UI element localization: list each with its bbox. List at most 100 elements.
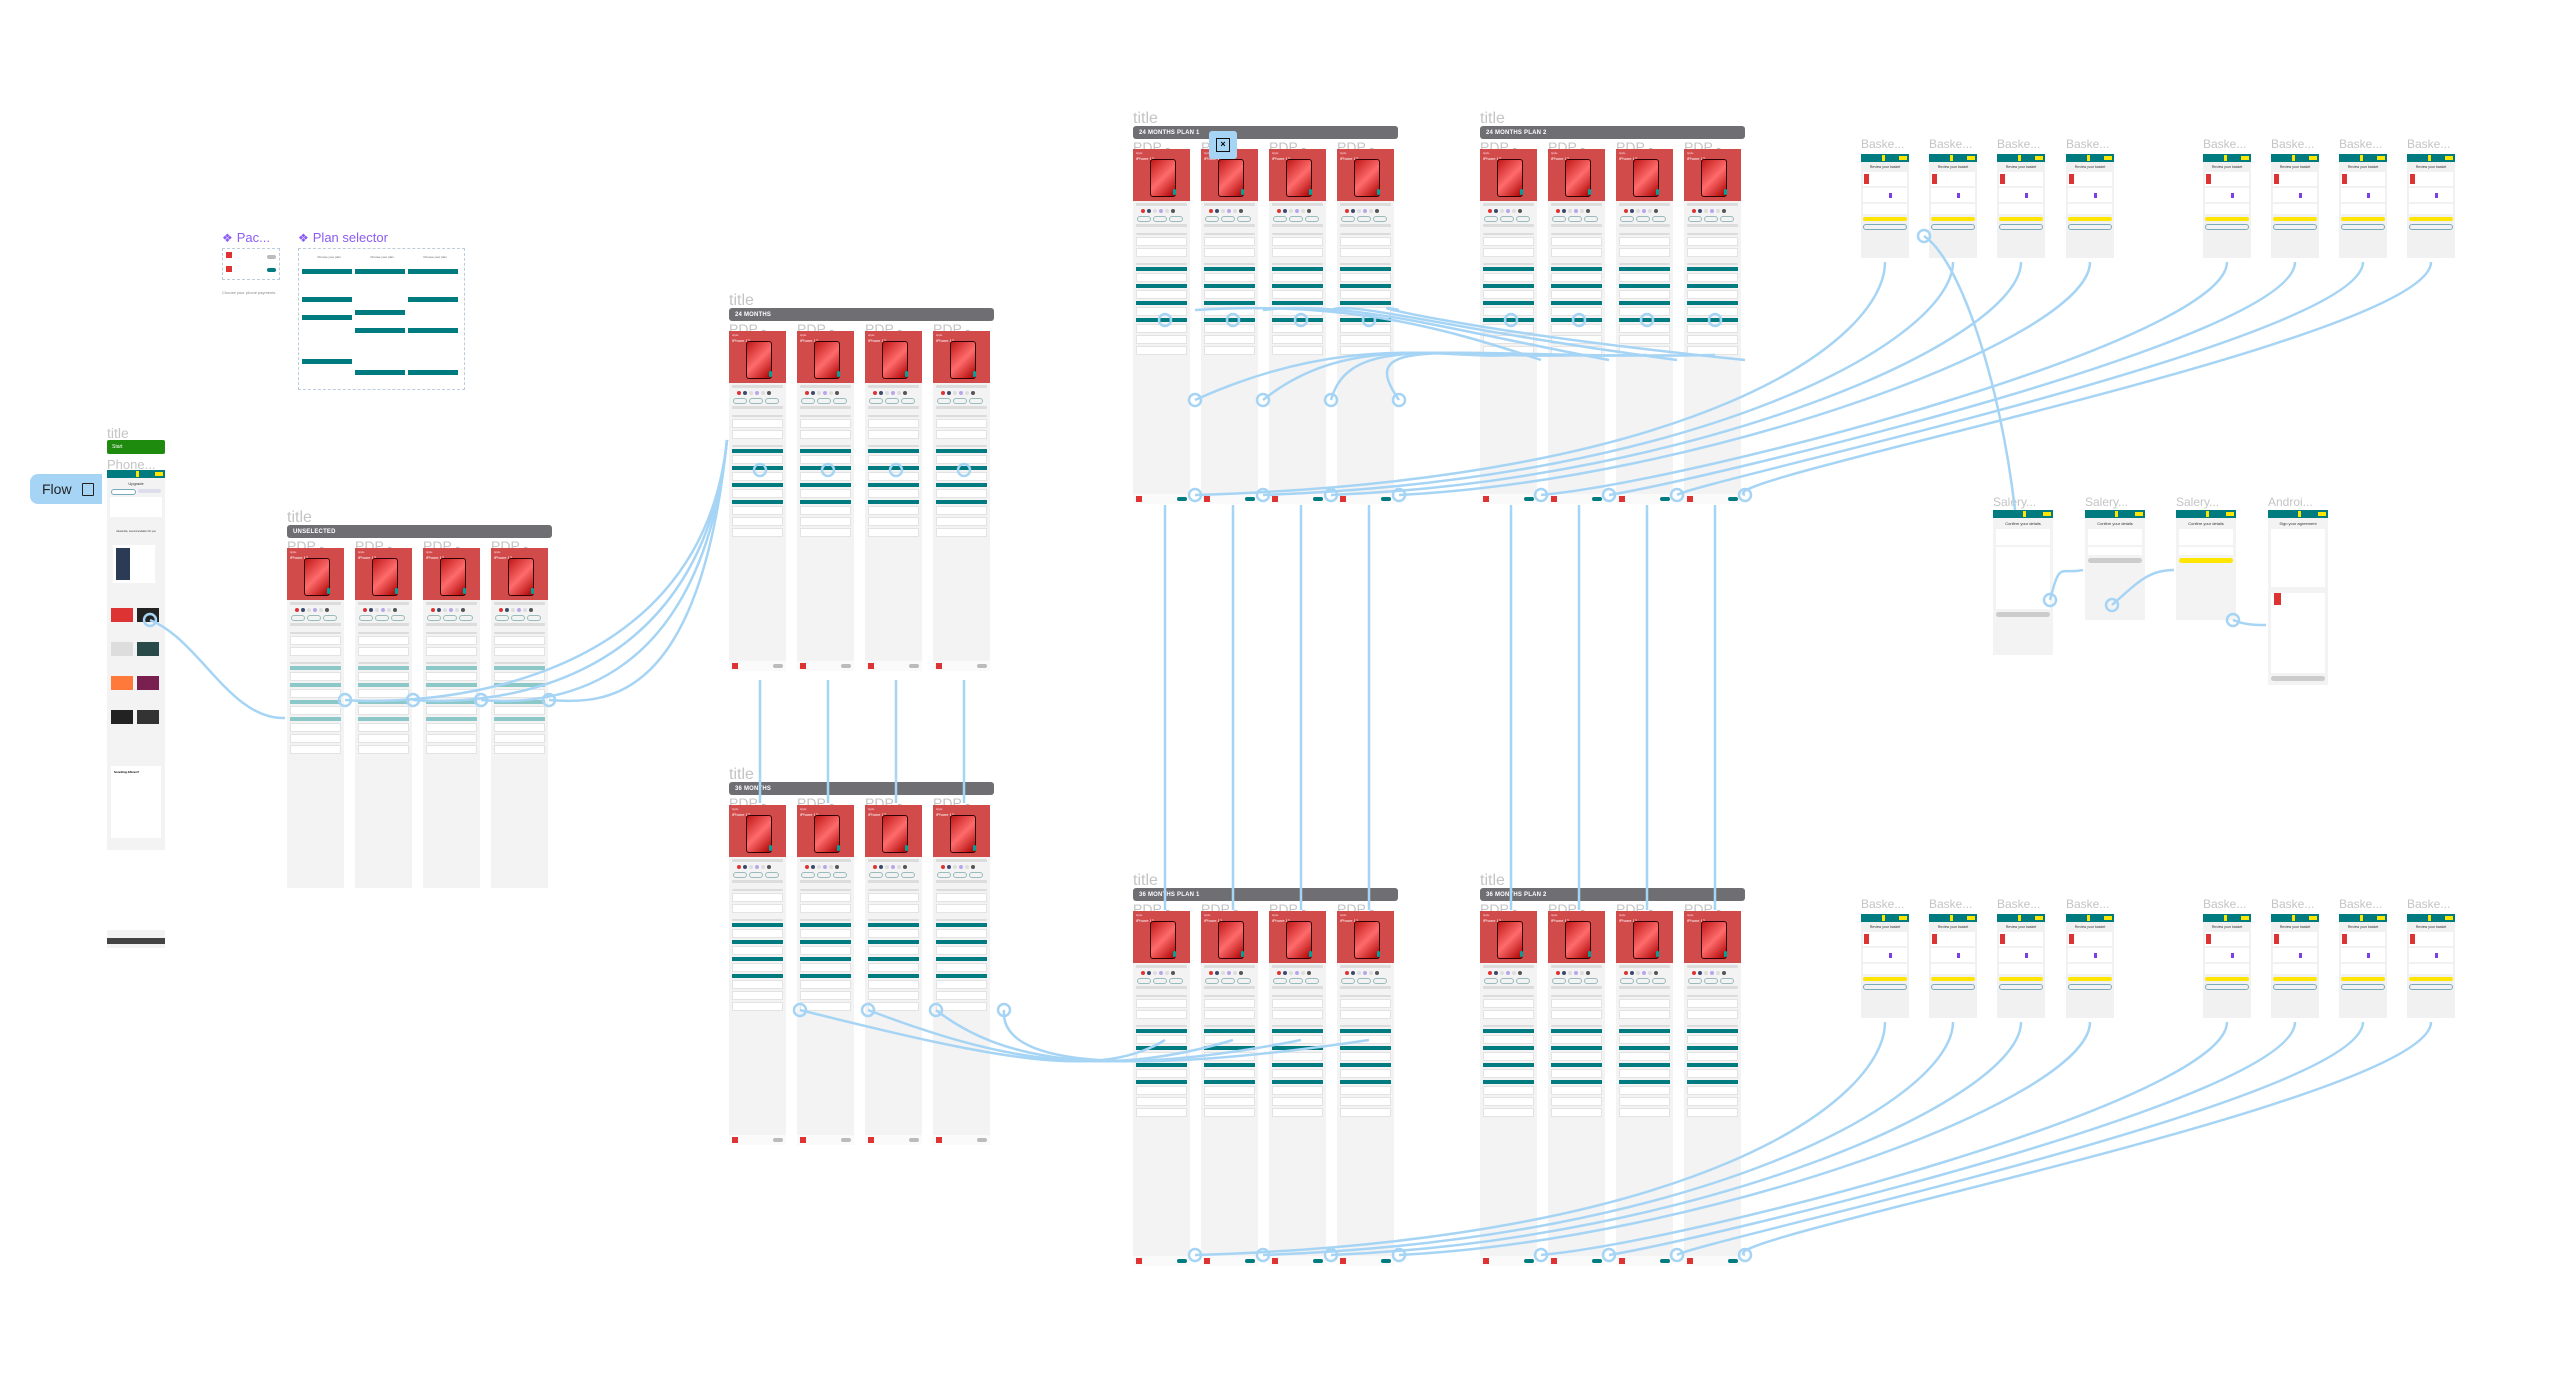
checkout-button[interactable] <box>2273 977 2317 981</box>
storage-options[interactable] <box>1137 216 1186 222</box>
plan-option[interactable] <box>1483 1069 1534 1078</box>
plan-option[interactable] <box>800 472 851 481</box>
colour-swatches[interactable] <box>1624 971 1665 975</box>
review-button[interactable] <box>1245 497 1255 501</box>
section-bar-36-months-plan-2[interactable]: 36 MONTHS PLAN 2 <box>1480 888 1745 901</box>
plan-option[interactable] <box>868 517 919 526</box>
colour-swatches[interactable] <box>431 608 472 612</box>
plan-option[interactable] <box>1136 290 1187 299</box>
plan-option[interactable] <box>1483 1108 1534 1117</box>
connector-origin[interactable] <box>1391 487 1407 503</box>
checkout-button[interactable] <box>2341 977 2385 981</box>
review-button[interactable] <box>1728 1259 1738 1263</box>
review-button[interactable] <box>1313 1259 1323 1263</box>
plan-option[interactable] <box>1340 1052 1391 1061</box>
plan-option[interactable] <box>1340 307 1391 316</box>
plan-option[interactable] <box>290 672 341 681</box>
plan-option[interactable] <box>800 528 851 537</box>
plan-option[interactable] <box>732 506 783 515</box>
colour-swatches[interactable] <box>1345 971 1386 975</box>
connector-origin[interactable] <box>1391 392 1407 408</box>
plan-option[interactable] <box>1340 273 1391 282</box>
payment-option[interactable] <box>868 419 919 428</box>
colour-swatches[interactable] <box>1345 209 1386 213</box>
connector-origin[interactable] <box>1391 1247 1407 1263</box>
plan-option[interactable] <box>732 929 783 938</box>
colour-swatches[interactable] <box>499 608 540 612</box>
payment-option[interactable] <box>800 893 851 902</box>
flow-start-button[interactable]: Flow <box>30 474 102 504</box>
connector-origin[interactable] <box>1255 487 1271 503</box>
checkout-button[interactable] <box>1863 217 1907 221</box>
storage-options[interactable] <box>1205 978 1254 984</box>
section-title[interactable]: title <box>1480 110 1505 127</box>
empty-basket-button[interactable] <box>1931 984 1975 990</box>
plan-option[interactable] <box>868 472 919 481</box>
payment-option[interactable] <box>936 893 987 902</box>
storage-options[interactable] <box>869 872 918 878</box>
storage-options[interactable] <box>1273 978 1322 984</box>
basket-frame-title[interactable]: Baske... <box>2339 897 2383 911</box>
plan-selector-preview[interactable]: Choose your plan Choose your plan Choose… <box>298 248 465 390</box>
checkout-button[interactable] <box>2273 217 2317 221</box>
plan-option[interactable] <box>936 528 987 537</box>
plan-option[interactable] <box>1204 324 1255 333</box>
review-button[interactable] <box>1660 497 1670 501</box>
empty-basket-button[interactable] <box>2068 984 2112 990</box>
section-bar-36-months-plan-1[interactable]: 36 MONTHS PLAN 1 <box>1133 888 1398 901</box>
login-button[interactable] <box>155 472 163 476</box>
section-bar-unselected[interactable]: UNSELECTED <box>287 525 552 538</box>
plan-option[interactable] <box>1204 1035 1255 1044</box>
colour-swatches[interactable] <box>737 865 778 869</box>
salary-range-dropdown[interactable] <box>2179 547 2233 555</box>
plan-option[interactable] <box>1272 335 1323 344</box>
plan-option[interactable] <box>868 528 919 537</box>
plan-option[interactable] <box>494 706 545 715</box>
plan-option[interactable] <box>732 455 783 464</box>
salary-frame-title-3[interactable]: Salery... <box>2176 495 2220 509</box>
component-plan-selector[interactable]: ❖ Plan selector <box>298 230 388 245</box>
plan-option[interactable] <box>732 472 783 481</box>
plan-option[interactable] <box>868 489 919 498</box>
basket-frame-title[interactable]: Baske... <box>1929 137 1973 151</box>
section-bar-24-months-plan-1[interactable]: 24 MONTHS PLAN 1 <box>1133 126 1398 139</box>
storage-options[interactable] <box>1552 216 1601 222</box>
plan-option[interactable] <box>1483 324 1534 333</box>
plan-option[interactable] <box>1340 335 1391 344</box>
colour-swatches[interactable] <box>1556 971 1597 975</box>
payment-option[interactable] <box>1272 248 1323 257</box>
payment-option[interactable] <box>358 647 409 656</box>
payment-option[interactable] <box>732 430 783 439</box>
section-title[interactable]: title <box>1133 872 1158 889</box>
plan-option[interactable] <box>1340 324 1391 333</box>
plan-option[interactable] <box>1687 1035 1738 1044</box>
basket-frame[interactable]: Review your basket <box>2271 154 2319 258</box>
login-button[interactable] <box>2377 916 2385 920</box>
colour-swatches[interactable] <box>1692 971 1733 975</box>
plan-option[interactable] <box>1204 1097 1255 1106</box>
payment-option[interactable] <box>1204 248 1255 257</box>
plan-option[interactable] <box>1687 273 1738 282</box>
plan-option[interactable] <box>1619 335 1670 344</box>
basket-frame[interactable]: Review your basket <box>2203 154 2251 258</box>
plan-option[interactable] <box>732 946 783 955</box>
basket-frame[interactable]: Review your basket <box>2066 154 2114 258</box>
payment-option[interactable] <box>800 430 851 439</box>
plan-option[interactable] <box>1272 1108 1323 1117</box>
plan-option[interactable] <box>1687 307 1738 316</box>
payment-option[interactable] <box>1136 999 1187 1008</box>
plan-option[interactable] <box>1204 290 1255 299</box>
payment-option[interactable] <box>1619 1010 1670 1019</box>
plan-option[interactable] <box>1619 290 1670 299</box>
plan-option[interactable] <box>1136 335 1187 344</box>
login-button[interactable] <box>1967 156 1975 160</box>
basket-frame-title[interactable]: Baske... <box>2271 897 2315 911</box>
plan-option[interactable] <box>800 489 851 498</box>
storage-options[interactable] <box>733 398 782 404</box>
plan-option[interactable] <box>1204 1052 1255 1061</box>
